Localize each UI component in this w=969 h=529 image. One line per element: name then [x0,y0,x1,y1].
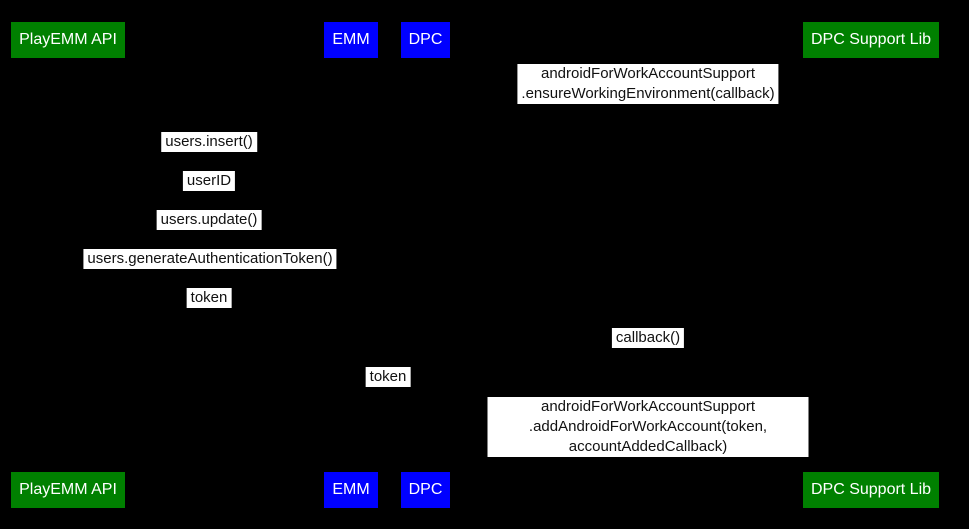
message-ensure-working-environment: androidForWorkAccountSupport .ensureWork… [517,64,779,104]
actor-emm-top: EMM [324,22,378,58]
message-users-insert: users.insert() [161,132,257,152]
message-token-response: token [186,288,232,308]
message-add-android-for-work-account: androidForWorkAccountSupport .addAndroid… [487,397,809,457]
actor-dpc-support-lib-bottom: DPC Support Lib [803,472,939,508]
actor-dpc-bottom: DPC [401,472,450,508]
message-callback: callback() [611,328,685,348]
actor-dpc-top: DPC [401,22,450,58]
actor-emm-bottom: EMM [324,472,378,508]
message-userid: userID [182,171,236,191]
actor-playemm-api-top: PlayEMM API [11,22,125,58]
actor-dpc-support-lib-top: DPC Support Lib [803,22,939,58]
message-generate-authentication-token: users.generateAuthenticationToken() [83,249,337,269]
actor-playemm-api-bottom: PlayEMM API [11,472,125,508]
message-token-forward: token [365,367,411,387]
message-users-update: users.update() [156,210,262,230]
